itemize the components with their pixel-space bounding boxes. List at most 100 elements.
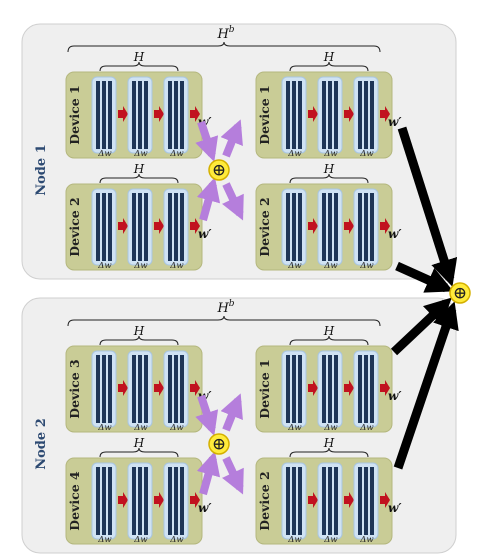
layer-bar bbox=[144, 193, 148, 261]
step-arrow bbox=[308, 380, 318, 396]
delta-w-label: Δw bbox=[359, 149, 374, 159]
layer-bar bbox=[96, 355, 100, 423]
node-span-superscript: b bbox=[229, 299, 235, 309]
layer-bar bbox=[286, 355, 290, 423]
layer-bar bbox=[358, 193, 362, 261]
global-aggregator-circle bbox=[449, 282, 471, 304]
layer-bar bbox=[322, 355, 326, 423]
layer-bar bbox=[370, 81, 374, 149]
layer-bar bbox=[322, 467, 326, 535]
step-arrow bbox=[380, 492, 390, 508]
output-weight-label: w′ bbox=[388, 389, 402, 403]
device-span-brace bbox=[289, 61, 369, 72]
delta-w-label: Δw bbox=[323, 423, 338, 433]
layer-bar bbox=[292, 193, 296, 261]
layer-bar bbox=[108, 193, 112, 261]
delta-w-label: Δw bbox=[97, 261, 112, 271]
layer-bar bbox=[96, 467, 100, 535]
step-arrow bbox=[344, 380, 354, 396]
delta-w-label: Δw bbox=[359, 261, 374, 271]
layer-bar bbox=[286, 81, 290, 149]
output-weight-label: w′ bbox=[388, 227, 402, 241]
device-span-brace bbox=[99, 173, 179, 184]
delta-w-label: Δw bbox=[133, 261, 148, 271]
delta-w-label: Δw bbox=[133, 535, 148, 545]
layer-bar bbox=[102, 355, 106, 423]
layer-bar bbox=[174, 467, 178, 535]
node-span-brace bbox=[67, 315, 381, 327]
device-span-brace bbox=[99, 335, 179, 346]
output-weight-label: w′ bbox=[388, 115, 402, 129]
node-span-label: Hb bbox=[216, 299, 234, 316]
layer-bar bbox=[132, 467, 136, 535]
node-aggregator-symbol: ⊕ bbox=[212, 435, 226, 455]
step-arrow bbox=[154, 380, 164, 396]
step-arrow bbox=[344, 106, 354, 122]
layer-bar bbox=[138, 81, 142, 149]
exchange-arrow-out bbox=[222, 456, 244, 495]
device-label: Device 1 bbox=[257, 85, 272, 144]
device-label: Device 1 bbox=[67, 85, 82, 144]
layer-bar bbox=[144, 81, 148, 149]
device-span-label: H bbox=[133, 50, 145, 64]
node-span-symbol: H bbox=[216, 27, 229, 42]
layer-bar bbox=[298, 355, 302, 423]
device-label: Device 2 bbox=[257, 197, 272, 256]
node-aggregator: ⊕ bbox=[208, 433, 230, 455]
node-label: Node 1 bbox=[34, 144, 49, 196]
step-arrow bbox=[380, 218, 390, 234]
delta-w-label: Δw bbox=[287, 149, 302, 159]
left-device: Device 3ΔwΔwΔww′H bbox=[65, 324, 212, 433]
global-aggregator-symbol: ⊕ bbox=[453, 284, 467, 304]
layer-bar bbox=[334, 81, 338, 149]
exchange-arrow-in bbox=[196, 451, 221, 496]
layer-bar bbox=[298, 467, 302, 535]
layer-bar bbox=[292, 81, 296, 149]
device-span-brace bbox=[99, 447, 179, 458]
layer-bar bbox=[108, 467, 112, 535]
layer-bar bbox=[180, 467, 184, 535]
layer-bar bbox=[328, 81, 332, 149]
exchange-arrow-out bbox=[220, 119, 243, 158]
step-arrow bbox=[154, 218, 164, 234]
layer-bar bbox=[138, 193, 142, 261]
delta-w-label: Δw bbox=[133, 149, 148, 159]
layer-bar bbox=[358, 355, 362, 423]
step-arrow bbox=[308, 218, 318, 234]
step-arrow bbox=[118, 106, 128, 122]
device-span-brace bbox=[289, 335, 369, 346]
device-label: Device 1 bbox=[257, 359, 272, 418]
layer-bar bbox=[174, 193, 178, 261]
layer-bar bbox=[168, 467, 172, 535]
layer-bar bbox=[132, 193, 136, 261]
device-span-brace bbox=[289, 447, 369, 458]
layer-bar bbox=[364, 467, 368, 535]
global-aggregator: ⊕ bbox=[449, 282, 471, 304]
step-arrow bbox=[154, 492, 164, 508]
output-weight-label: w′ bbox=[388, 501, 402, 515]
node-aggregator-circle bbox=[208, 433, 230, 455]
device-span-label: H bbox=[133, 324, 145, 338]
layer-bar bbox=[322, 193, 326, 261]
delta-w-label: Δw bbox=[169, 423, 184, 433]
device-span-brace bbox=[99, 61, 179, 72]
device-label: Device 2 bbox=[257, 471, 272, 530]
layer-bar bbox=[334, 193, 338, 261]
device-span-label: H bbox=[133, 162, 145, 176]
layer-bar bbox=[334, 467, 338, 535]
layer-bar bbox=[144, 467, 148, 535]
layer-bar bbox=[286, 193, 290, 261]
layer-bar bbox=[96, 81, 100, 149]
step-arrow bbox=[118, 218, 128, 234]
layer-bar bbox=[298, 81, 302, 149]
layer-bar bbox=[370, 193, 374, 261]
layer-bar bbox=[108, 355, 112, 423]
layer-bar bbox=[168, 81, 172, 149]
output-weight-label: w′ bbox=[198, 227, 212, 241]
